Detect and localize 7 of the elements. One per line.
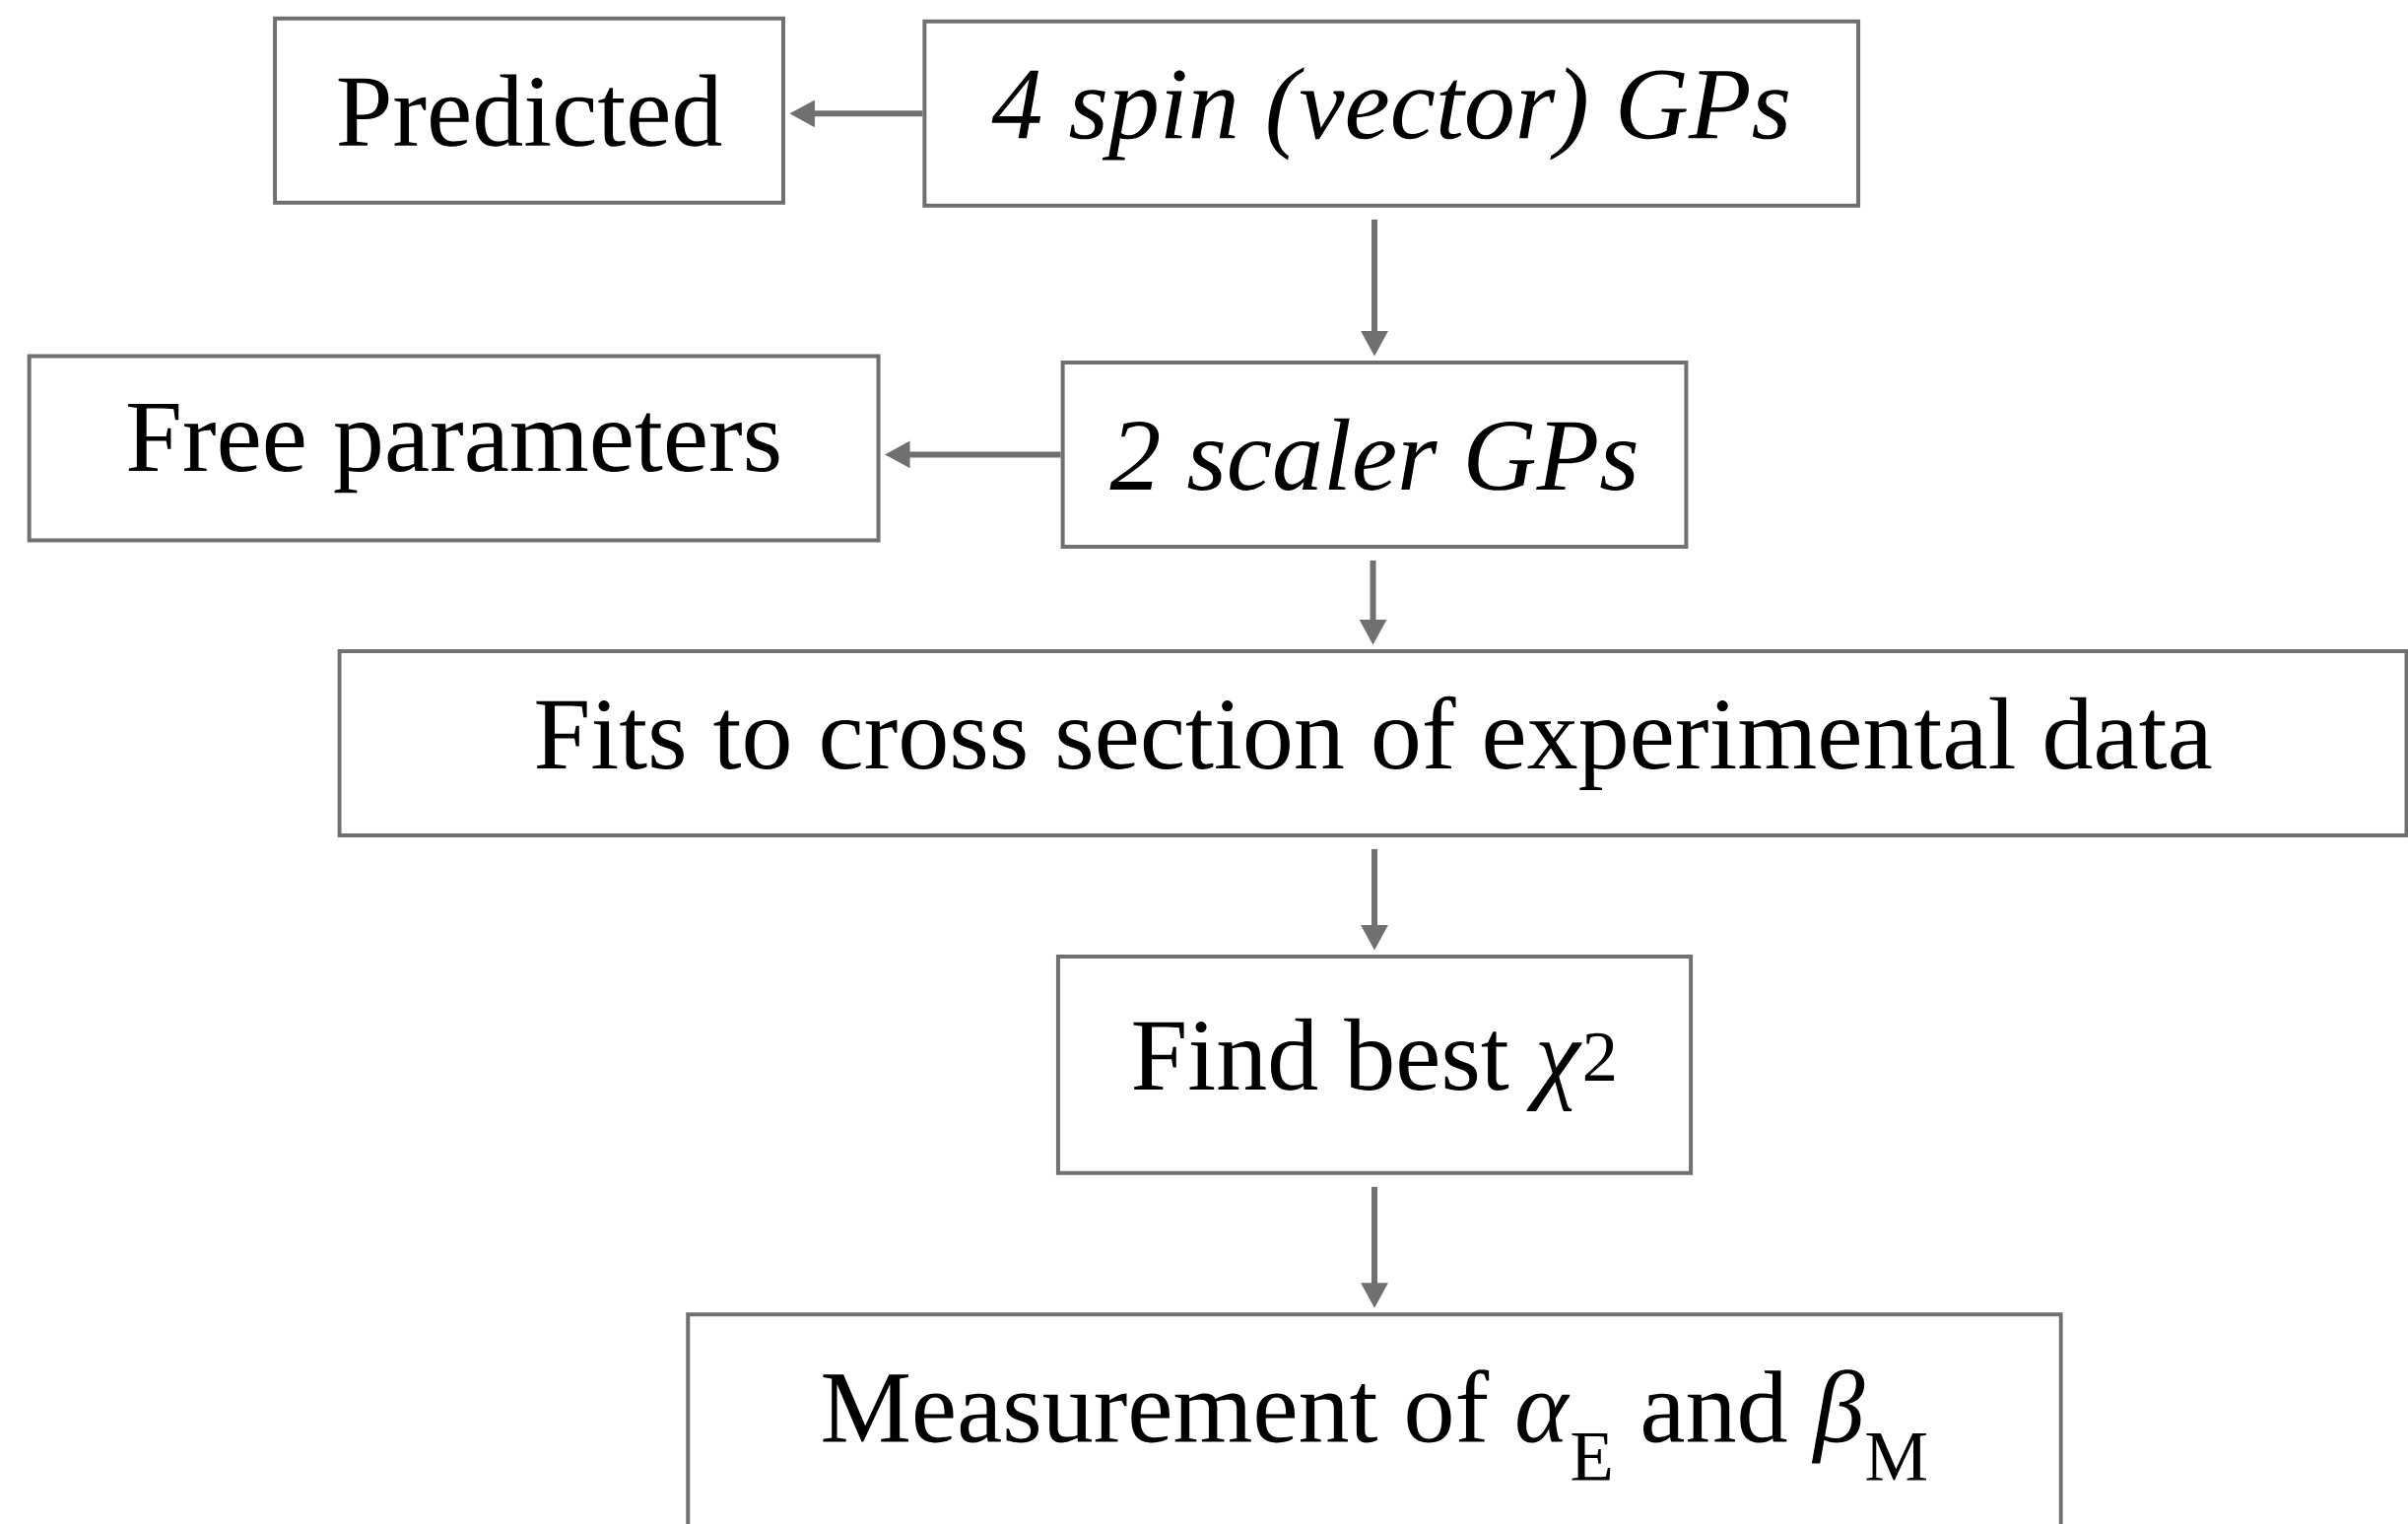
process-box: Free parameters <box>27 354 881 543</box>
process-box: Fits to cross section of experimental data <box>337 648 2408 837</box>
process-box: Predicted <box>273 16 785 205</box>
process-box: Find best χ$^{2}$ <box>1055 955 1694 1175</box>
process-box: Measurement of α$_{E}$ and β$_{M}$ <box>686 1312 2063 1524</box>
process-box: 2 scaler GPs <box>1060 360 1689 549</box>
process-box: 4 spin (vector) GPs <box>922 19 1861 208</box>
